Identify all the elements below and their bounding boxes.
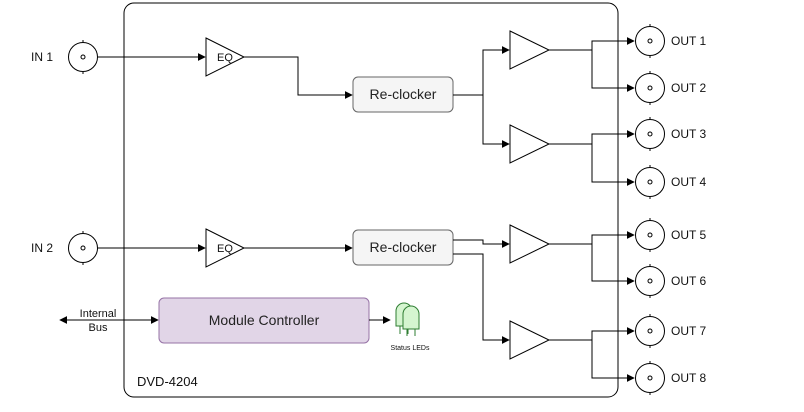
amplifier-triangle-icon <box>509 124 551 164</box>
equalizer-1-label: EQ <box>217 52 233 64</box>
amplifier-triangle-icon <box>205 37 246 77</box>
equalizer-1: EQ <box>205 37 246 77</box>
reclocker-2-label: Re-clocker <box>370 239 437 255</box>
output-4: OUT 4 <box>635 165 706 199</box>
reclocker-2-box <box>352 229 454 266</box>
wire-eq1-reclocker1 <box>244 56 353 99</box>
wire-reclocker2-driver3 <box>453 239 510 248</box>
led-icon <box>402 305 420 336</box>
bnc-connector-icon <box>68 231 98 265</box>
internal-bus-label-line1: Internal <box>80 308 117 320</box>
reclocker-2: Re-clocker <box>352 229 454 266</box>
output-5-label: OUT 5 <box>671 228 706 242</box>
wire-out8 <box>549 339 635 382</box>
bnc-connector-icon <box>635 264 665 298</box>
output-1: OUT 1 <box>635 24 706 58</box>
bnc-connector-icon <box>635 117 665 151</box>
bnc-connector-icon <box>635 361 665 395</box>
internal-bus-label-line2: Bus <box>89 322 108 334</box>
bnc-connector-icon <box>635 314 665 348</box>
reclocker-1: Re-clocker <box>352 76 454 113</box>
bnc-connector-icon <box>635 71 665 105</box>
amplifier-triangle-icon <box>509 320 551 360</box>
wire-out4 <box>549 143 635 186</box>
module-model-label: DVD-4204 <box>137 374 198 389</box>
equalizer-2: EQ <box>205 228 246 268</box>
output-3-label: OUT 3 <box>671 127 706 141</box>
output-6-label: OUT 6 <box>671 274 706 288</box>
amplifier-triangle-icon <box>509 224 551 264</box>
amplifier-triangle-icon <box>509 30 551 70</box>
wire-reclocker2-driver4 <box>453 253 510 344</box>
bnc-connector-icon <box>635 165 665 199</box>
output-8: OUT 8 <box>635 361 706 395</box>
internal-bus: Internal Bus <box>59 308 159 334</box>
wire-out6 <box>549 243 635 285</box>
output-5: OUT 5 <box>635 218 706 252</box>
wire-out2 <box>549 49 635 92</box>
output-2: OUT 2 <box>635 71 706 105</box>
output-6: OUT 6 <box>635 264 706 298</box>
output-1-label: OUT 1 <box>671 34 706 48</box>
module-controller-label: Module Controller <box>209 312 320 328</box>
input-2: IN 2 <box>31 231 98 265</box>
output-4-label: OUT 4 <box>671 175 706 189</box>
output-8-label: OUT 8 <box>671 371 706 385</box>
status-leds-label: Status LEDs <box>391 345 430 352</box>
status-leds: Status LEDs <box>391 302 430 352</box>
input-1-label: IN 1 <box>31 50 53 64</box>
input-1: IN 1 <box>31 40 98 74</box>
amplifier-triangle-icon <box>205 228 246 268</box>
output-7-label: OUT 7 <box>671 324 706 338</box>
output-7: OUT 7 <box>635 314 706 348</box>
equalizer-2-label: EQ <box>217 243 233 255</box>
output-3: OUT 3 <box>635 117 706 151</box>
reclocker-1-label: Re-clocker <box>370 86 437 102</box>
output-2-label: OUT 2 <box>671 81 706 95</box>
bnc-connector-icon <box>635 24 665 58</box>
wire-reclocker1-driver2 <box>453 94 510 148</box>
input-2-label: IN 2 <box>31 241 53 255</box>
module-controller: Module Controller <box>158 297 370 344</box>
bnc-connector-icon <box>68 40 98 74</box>
bnc-connector-icon <box>635 218 665 252</box>
